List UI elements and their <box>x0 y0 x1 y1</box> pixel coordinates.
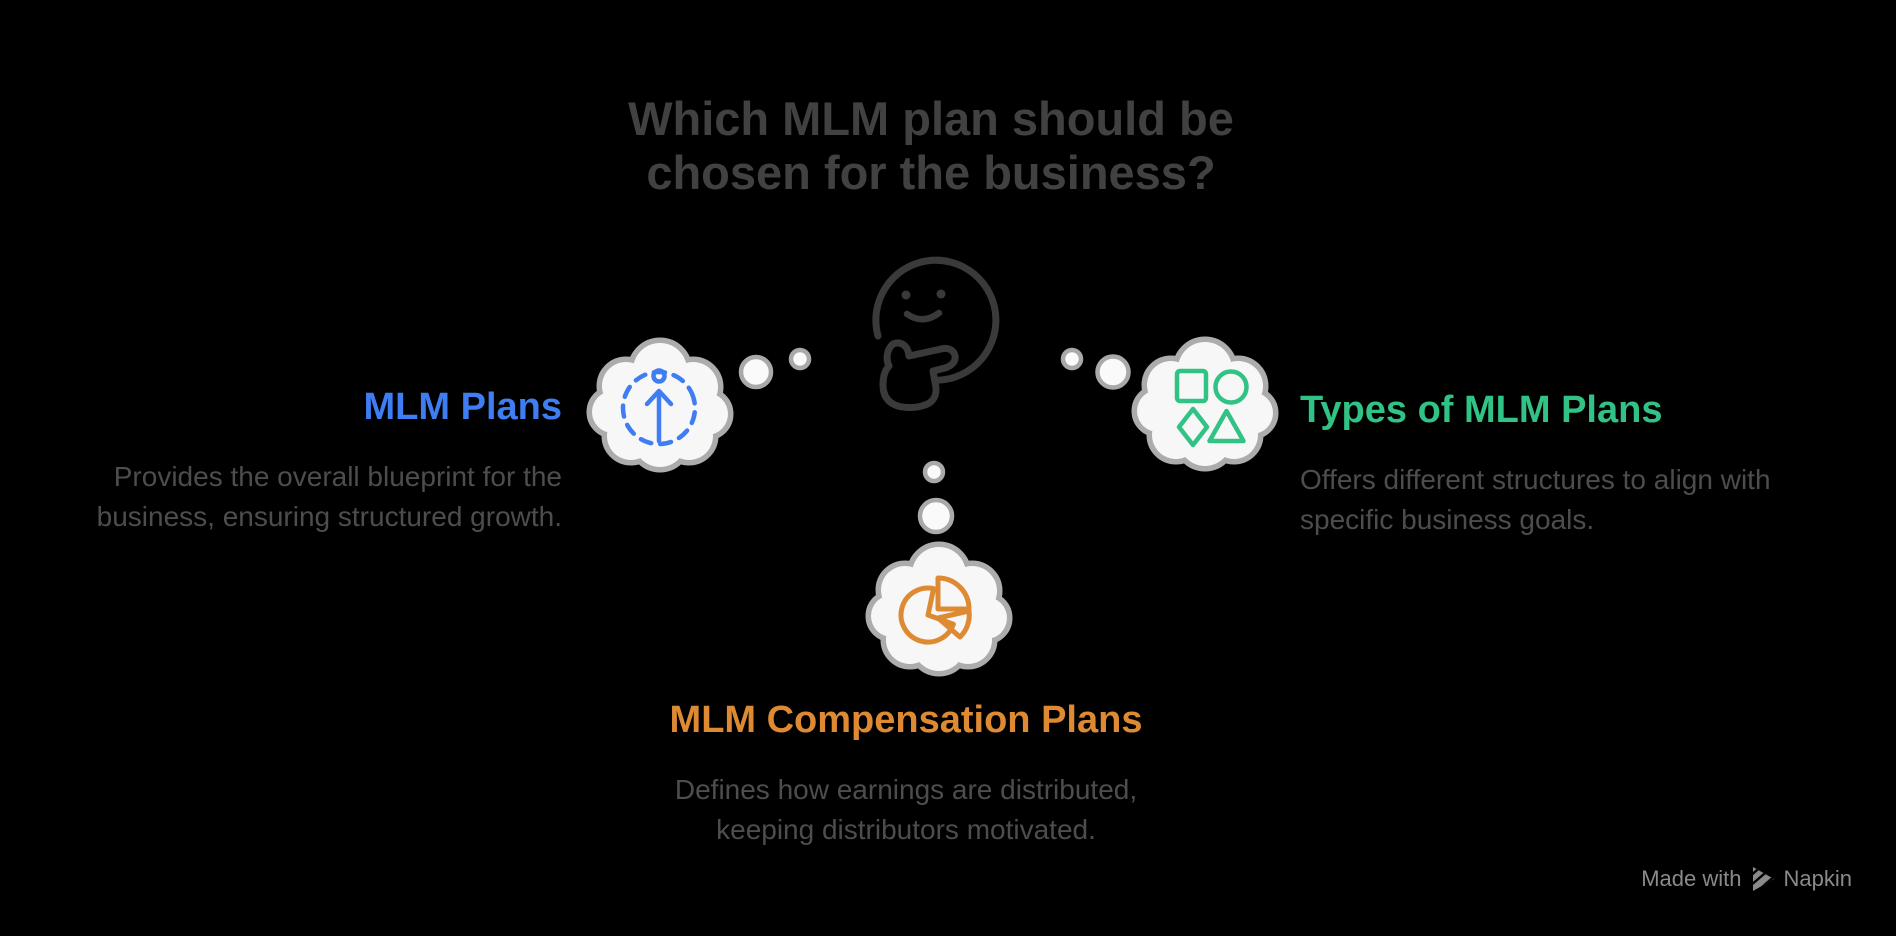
thinking-hand <box>879 339 959 411</box>
node-description-line: business, ensuring structured growth. <box>96 501 562 532</box>
thought-bubble-right <box>1137 342 1273 466</box>
person-growth-arrow-icon <box>620 368 698 447</box>
node-description-line: specific business goals. <box>1300 504 1595 535</box>
circle-shape <box>1213 369 1249 405</box>
title-line-1: Which MLM plan should be <box>628 92 1234 145</box>
napkin-logo-icon <box>1752 867 1774 891</box>
node-label: MLM Plans <box>363 386 562 428</box>
right-eye <box>936 289 946 299</box>
thought-dot <box>1060 347 1084 371</box>
node-description-line: Offers different structures to align wit… <box>1300 464 1771 495</box>
made-with-napkin-credit[interactable]: Made with Napkin <box>1641 866 1852 892</box>
thought-dot <box>738 354 774 390</box>
thought-dot <box>788 347 812 371</box>
pie-chart-icon <box>898 575 972 645</box>
title-line-2: chosen for the business? <box>646 146 1216 199</box>
thought-dot <box>1095 354 1131 390</box>
node-types-of-mlm-plans: Types of MLM Plans Offers different stru… <box>1300 390 1771 540</box>
frown-mouth <box>903 309 943 323</box>
napkin-brand-text: Napkin <box>1783 866 1852 891</box>
node-description-line: Defines how earnings are distributed, <box>674 774 1138 805</box>
triangle-shape <box>1207 408 1246 444</box>
assorted-shapes-icon <box>1174 368 1249 448</box>
thought-dot <box>917 497 955 535</box>
node-label: Types of MLM Plans <box>1300 389 1663 431</box>
node-description-line: keeping distributors motivated. <box>716 814 1096 845</box>
diamond-shape <box>1176 406 1210 448</box>
node-description-line: Provides the overall blueprint for the <box>113 461 562 492</box>
page-title: Which MLM plan should be chosen for the … <box>628 92 1234 200</box>
node-mlm-plans: MLM Plans Provides the overall blueprint… <box>97 387 562 537</box>
made-with-text: Made with <box>1641 866 1742 891</box>
square-shape <box>1174 368 1209 404</box>
left-eye <box>901 290 911 300</box>
node-label: MLM Compensation Plans <box>669 699 1143 741</box>
thought-dot <box>922 460 946 484</box>
thinking-face-icon <box>872 256 1000 411</box>
node-mlm-compensation-plans: MLM Compensation Plans Defines how earni… <box>670 700 1143 850</box>
